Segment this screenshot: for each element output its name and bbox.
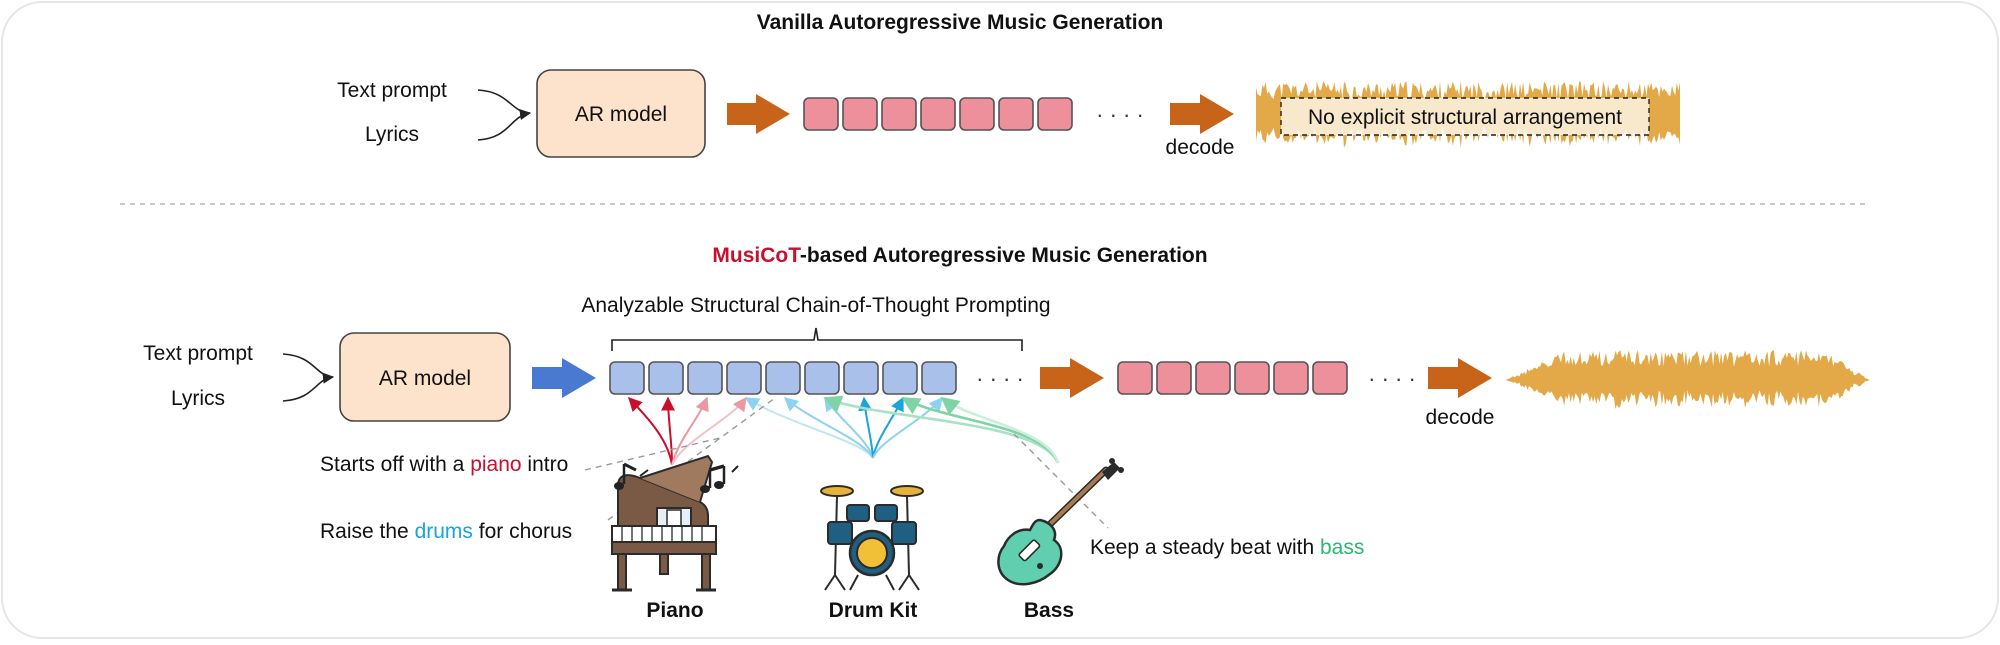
top-ar-model-label: AR model	[575, 103, 667, 126]
top-input-connector	[477, 89, 530, 141]
bass-prompt: Keep a steady beat with bass	[1090, 536, 1364, 559]
bottom-title-rest: -based Autoregressive Music Generation	[800, 244, 1208, 267]
bottom-input-lyrics: Lyrics	[171, 387, 225, 410]
bottom-ar-model-box	[339, 332, 511, 422]
drum-kit-icon	[820, 485, 924, 591]
top-token-2	[842, 97, 878, 131]
bottom-music-token-sequence	[1117, 361, 1348, 395]
cot-token-3	[687, 361, 723, 395]
music-token-5	[1273, 361, 1309, 395]
music-notes-icon	[700, 464, 739, 493]
bass-caption: Bass	[1024, 599, 1074, 622]
bass-guitar-icon	[997, 458, 1124, 586]
top-decode-label: decode	[1166, 136, 1235, 159]
cot-token-6	[804, 361, 840, 395]
bottom-title: MusiCoT-based Autoregressive Music Gener…	[712, 244, 1207, 267]
bottom-waveform	[1505, 350, 1870, 409]
top-token-sequence	[803, 97, 1073, 131]
bottom-arrow-to-cot	[532, 358, 596, 398]
top-ar-model-box	[536, 69, 706, 158]
cot-token-9	[921, 361, 957, 395]
piano-prompt-leader	[584, 437, 721, 471]
cot-token-7	[843, 361, 879, 395]
bottom-title-highlight: MusiCoT	[712, 244, 801, 267]
drums-prompt: Raise the drums for chorus	[320, 520, 572, 543]
piano-prompt: Starts off with a piano intro	[320, 453, 568, 476]
cot-token-sequence	[609, 361, 957, 395]
piano-icon	[611, 454, 717, 592]
music-note-icon	[614, 462, 649, 490]
top-waveform-note-box	[1280, 97, 1650, 136]
bottom-ar-model-label: AR model	[379, 367, 471, 390]
cot-token-4	[726, 361, 762, 395]
music-token-6	[1312, 361, 1348, 395]
cot-token-1	[609, 361, 645, 395]
top-token-7	[1037, 97, 1073, 131]
top-token-4	[920, 97, 956, 131]
bass-connections	[823, 395, 1060, 464]
bottom-input-connector	[282, 353, 333, 402]
top-input-text-prompt: Text prompt	[337, 79, 447, 102]
structural-brace	[611, 327, 1023, 351]
cot-token-5	[765, 361, 801, 395]
bottom-arrow-to-music-tokens	[1040, 358, 1104, 398]
top-title: Vanilla Autoregressive Music Generation	[757, 11, 1164, 34]
drum-kit-caption: Drum Kit	[829, 599, 918, 622]
top-token-5	[959, 97, 995, 131]
piano-caption: Piano	[646, 599, 703, 622]
brace-label: Analyzable Structural Chain-of-Thought P…	[581, 294, 1050, 317]
bottomWave-shape	[1505, 350, 1870, 409]
top-decode-arrow	[1170, 94, 1234, 134]
bottom-ellipsis-2: · · · ·	[1368, 366, 1416, 391]
top-token-1	[803, 97, 839, 131]
bass-prompt-leader	[1013, 433, 1109, 529]
bass-keyword: bass	[1320, 536, 1364, 559]
drums-keyword: drums	[415, 520, 473, 543]
bottom-decode-arrow	[1428, 358, 1492, 398]
piano-connections	[628, 396, 747, 466]
music-token-2	[1156, 361, 1192, 395]
bottom-decode-label: decode	[1426, 406, 1495, 429]
bottom-ellipsis-1: · · · ·	[976, 366, 1024, 391]
top-arrow-to-tokens	[727, 94, 790, 134]
top-waveform-note: No explicit structural arrangement	[1308, 106, 1622, 129]
music-token-4	[1234, 361, 1270, 395]
cot-token-2	[648, 361, 684, 395]
piano-keyword: piano	[470, 453, 521, 476]
top-token-3	[881, 97, 917, 131]
top-token-6	[998, 97, 1034, 131]
music-token-1	[1117, 361, 1153, 395]
cot-token-8	[882, 361, 918, 395]
top-input-lyrics: Lyrics	[365, 123, 419, 146]
top-ellipsis: · · · ·	[1096, 102, 1144, 127]
bottom-input-text-prompt: Text prompt	[143, 342, 253, 365]
music-token-3	[1195, 361, 1231, 395]
